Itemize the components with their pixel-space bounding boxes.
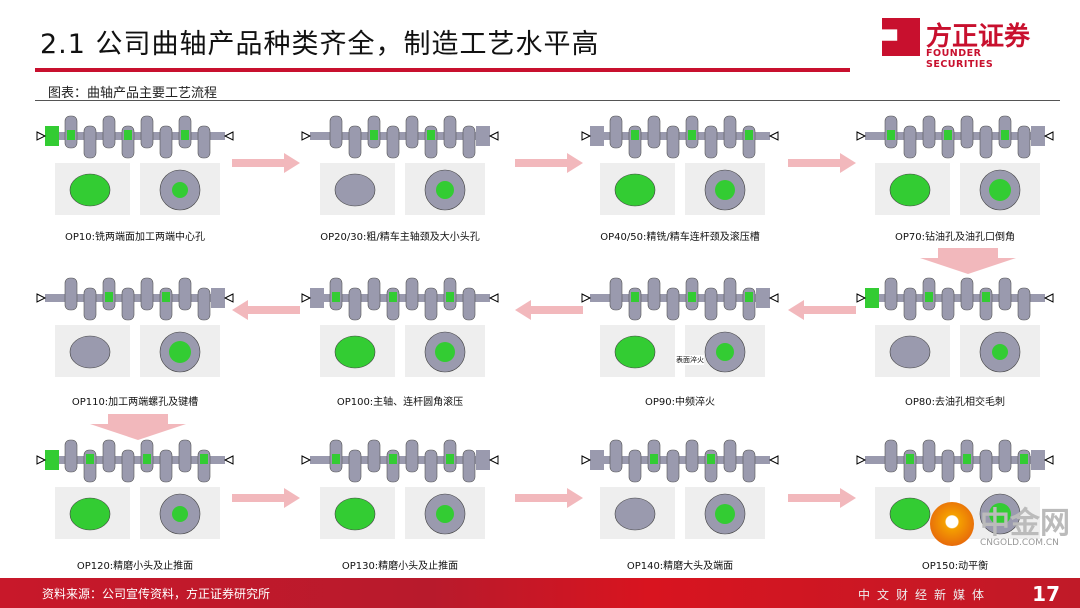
page-title: 2.1 公司曲轴产品种类齐全，制造工艺水平高 (40, 29, 600, 60)
step-label: OP80:去油孔相交毛刺 (905, 393, 1005, 408)
arrow-down-icon (90, 414, 186, 444)
process-step-image (550, 270, 810, 380)
title-divider (35, 68, 850, 72)
arrow-right-icon (788, 153, 856, 177)
founder-securities-logo: 方正证券 FOUNDER SECURITIES (882, 18, 1052, 70)
process-step-image (5, 270, 265, 380)
process-step-image (270, 108, 530, 218)
process-step-image (270, 432, 530, 542)
watermark-cn: 中金网 (980, 506, 1070, 541)
arrow-right-icon (788, 488, 856, 512)
figure-caption: 图表：曲轴产品主要工艺流程 (48, 86, 218, 101)
process-step-image (270, 270, 530, 380)
process-step-image (5, 108, 265, 218)
arrow-left-icon (788, 300, 856, 324)
process-step-image (825, 270, 1080, 380)
step-label: OP110:加工两端螺孔及键槽 (71, 393, 199, 408)
process-step-image (550, 108, 810, 218)
step-label: OP100:主轴、连杆圆角滚压 (336, 393, 464, 408)
step-label: OP130:精磨小头及止推面 (341, 557, 459, 572)
arrow-down-icon (920, 248, 1016, 278)
footer-band (0, 578, 1080, 608)
step-label: OP120:精磨小头及止推面 (76, 557, 194, 572)
watermark-en: CNGOLD.COM.CN (980, 538, 1059, 548)
arrow-right-icon (515, 153, 583, 177)
watermark-logo-icon (930, 502, 974, 546)
step-label: OP150:动平衡 (921, 557, 989, 572)
inset-label: 表面淬火 (676, 355, 704, 365)
watermark-sub: 中文财经新媒体 (858, 588, 992, 602)
step-label: OP140:精磨大头及端面 (626, 557, 734, 572)
logo-mark-icon (882, 18, 920, 56)
arrow-right-icon (232, 153, 300, 177)
caption-divider (35, 100, 1060, 101)
process-step-image (5, 432, 265, 542)
page-number: 17 (1032, 582, 1060, 606)
step-label: OP90:中频淬火 (645, 393, 715, 408)
logo-en: FOUNDER SECURITIES (926, 48, 994, 70)
step-label: OP40/50:精铣/精车连杆颈及滚压槽 (600, 228, 760, 243)
step-label: OP70:钻油孔及油孔口倒角 (895, 228, 1015, 243)
arrow-left-icon (515, 300, 583, 324)
arrow-right-icon (515, 488, 583, 512)
process-step-image (825, 108, 1080, 218)
step-label: OP10:铣两端面加工两端中心孔 (65, 228, 205, 243)
step-label: OP20/30:粗/精车主轴颈及大小头孔 (320, 228, 480, 243)
source-note: 资料来源：公司宣传资料，方正证券研究所 (42, 587, 271, 601)
logo-cn: 方正证券 (926, 22, 1031, 52)
arrow-right-icon (232, 488, 300, 512)
arrow-left-icon (232, 300, 300, 324)
watermark: 中金网 CNGOLD.COM.CN (930, 498, 1080, 552)
process-step-image (550, 432, 810, 542)
